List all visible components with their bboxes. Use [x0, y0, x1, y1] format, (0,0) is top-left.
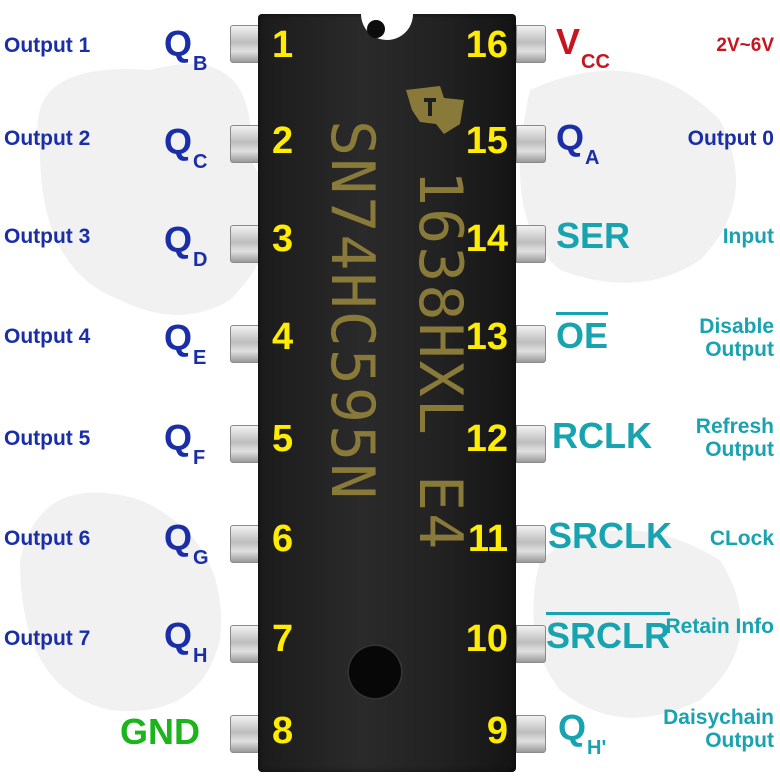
signal-qg: QG: [164, 517, 209, 570]
pin-number: 6: [272, 518, 294, 560]
function-label: 2V~6V: [716, 35, 774, 56]
function-label: Output 7: [4, 627, 91, 650]
signal-qa: QA: [556, 117, 600, 170]
pin-number: 10: [465, 618, 508, 660]
signal-gnd: GND: [120, 711, 200, 752]
signal-rclk: RCLK: [552, 415, 652, 456]
function-label: Output 4: [4, 325, 91, 348]
function-label: Refresh Output: [695, 415, 774, 461]
pin-leg-12: [516, 425, 546, 463]
function-label: Input: [722, 225, 774, 248]
pin-leg-9: [516, 715, 546, 753]
signal-oe: OE: [556, 315, 609, 356]
pin-number: 13: [465, 316, 508, 358]
function-label: Disable Output: [699, 315, 774, 361]
signal-qh: QH: [164, 615, 208, 668]
pin-leg-4: [230, 325, 260, 363]
pin-number: 7: [272, 618, 294, 660]
signal-qd: QD: [164, 219, 208, 272]
pin1-dimple: [347, 644, 403, 700]
function-label: Daisychain Output: [663, 706, 774, 752]
signal-ser: SER: [556, 215, 631, 256]
pin-number: 16: [465, 24, 508, 66]
function-label: Retain Info: [665, 615, 775, 638]
pin-leg-10: [516, 625, 546, 663]
orientation-dot: [367, 20, 385, 38]
signal-qf: QF: [164, 417, 206, 470]
pin-number: 15: [465, 120, 508, 162]
function-label: CLock: [709, 527, 774, 550]
signal-qb: QB: [164, 23, 208, 76]
signal-qe: QE: [164, 317, 207, 370]
pin-number: 14: [465, 218, 508, 260]
pin-leg-14: [516, 225, 546, 263]
pin-leg-1: [230, 25, 260, 63]
signal-vcc: VCC: [556, 21, 610, 74]
signal-srclr: SRCLR: [546, 615, 670, 656]
function-label: Output 1: [4, 34, 91, 57]
pin-leg-11: [516, 525, 546, 563]
signal-qh-prime: QH': [558, 707, 607, 760]
pin-leg-8: [230, 715, 260, 753]
function-label: Output 0: [687, 127, 774, 150]
ic-chip-body: [258, 14, 516, 772]
pin-number: 1: [272, 24, 294, 66]
pin-number: 8: [272, 710, 294, 752]
pin-number: 11: [467, 518, 508, 560]
pin-number: 4: [272, 316, 294, 358]
pin-number: 2: [272, 120, 294, 162]
pin-leg-2: [230, 125, 260, 163]
function-label: Output 5: [4, 427, 91, 450]
pin-leg-7: [230, 625, 260, 663]
pin-leg-3: [230, 225, 260, 263]
pin-number: 9: [486, 710, 508, 752]
function-label: Output 6: [4, 527, 91, 550]
function-label: Output 2: [4, 127, 91, 150]
signal-qc: QC: [164, 121, 208, 174]
pin-leg-6: [230, 525, 260, 563]
pin-leg-13: [516, 325, 546, 363]
pin-leg-16: [516, 25, 546, 63]
pin-number: 3: [272, 218, 294, 260]
pin-number: 12: [465, 418, 508, 460]
signal-srclk: SRCLK: [548, 515, 672, 556]
pin-number: 5: [272, 418, 294, 460]
texas-instruments-logo-icon: [406, 86, 464, 134]
function-label: Output 3: [4, 225, 91, 248]
pin-leg-5: [230, 425, 260, 463]
pin-leg-15: [516, 125, 546, 163]
